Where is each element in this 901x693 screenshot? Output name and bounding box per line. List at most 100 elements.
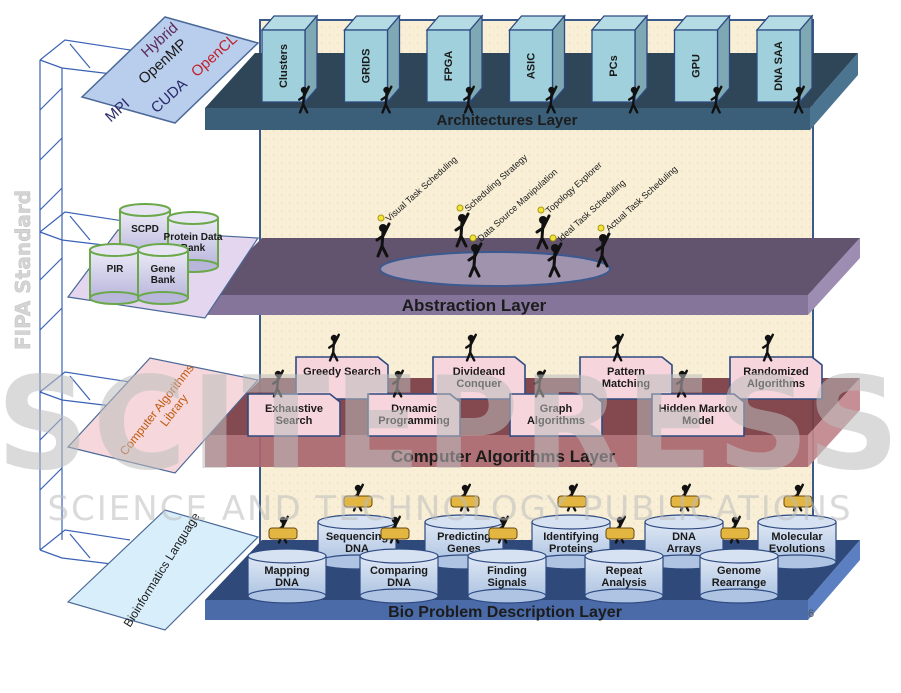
figure-with-barrel-icon	[343, 483, 373, 512]
bio-layer-title: Bio Problem Description Layer	[388, 604, 622, 621]
figure-body-icon	[298, 85, 310, 114]
figure-body-icon	[547, 242, 563, 278]
figure-body-icon	[467, 242, 483, 278]
page-number: 6	[808, 608, 814, 620]
platforms-panel	[80, 16, 260, 124]
watermark-big: SCITEPRESS	[0, 350, 901, 499]
figure-body-icon	[762, 333, 774, 362]
abstraction-ring	[379, 251, 611, 287]
figure-with-barrel-icon	[380, 515, 410, 544]
algorithm-card: Greedy Search	[295, 356, 389, 400]
bio-layer-side	[808, 540, 860, 620]
abstraction-layer-side	[808, 238, 860, 315]
architecture-box: GPU	[673, 14, 731, 114]
figure-with-barrel-icon	[268, 515, 298, 544]
figure-body-icon	[595, 232, 611, 268]
architecture-label: GPU	[691, 54, 703, 78]
lightbulb-icon	[469, 234, 477, 242]
abstraction-layer-title: Abstraction Layer	[402, 296, 547, 315]
figure-body-icon	[545, 85, 558, 114]
figure-body-icon	[272, 369, 284, 398]
figure-body-icon	[535, 214, 551, 250]
library-panel	[66, 357, 260, 474]
figure-with-barrel-icon	[605, 515, 635, 544]
algorithms-layer-front	[205, 435, 808, 467]
architectures-layer-front	[205, 108, 810, 130]
architecture-box: FPGA	[425, 14, 484, 114]
architecture-label: ASIC	[526, 53, 538, 79]
side-label: FIPA Standard	[11, 190, 35, 350]
figure-body-icon	[454, 212, 470, 248]
figure-body-icon	[676, 369, 688, 398]
architecture-box: Clusters	[260, 14, 319, 114]
architecture-box: PCs	[590, 14, 649, 114]
bio-layer-front	[205, 600, 808, 620]
architecture-label: FPGA	[443, 51, 455, 82]
architecture-box: DNA SAA	[755, 14, 814, 114]
algorithms-layer-side	[808, 378, 860, 467]
figure-with-barrel-icon	[488, 515, 518, 544]
figure-body-icon	[465, 333, 477, 362]
architectures-layer-side	[810, 53, 858, 130]
architecture-label: Clusters	[278, 44, 290, 88]
figure-body-icon	[380, 85, 393, 114]
lightbulb-icon	[537, 206, 545, 214]
lightbulb-icon	[456, 204, 464, 212]
database-cylinder: PIR	[89, 243, 141, 305]
figure-body-icon	[612, 333, 624, 362]
lightbulb-icon	[377, 214, 385, 222]
figure-with-barrel-icon	[450, 483, 480, 512]
lightbulb-icon	[597, 224, 605, 232]
figure-body-icon	[793, 85, 805, 114]
database-label: PIR	[107, 264, 124, 275]
figure-with-barrel-icon	[783, 483, 813, 512]
figure-body-icon	[628, 85, 640, 114]
algorithms-layer-title: Computer Algorithms Layer	[391, 447, 616, 466]
architecture-label: PCs	[608, 55, 620, 76]
algorithm-label: Greedy Search	[303, 366, 381, 378]
figure-body-icon	[375, 222, 391, 258]
lightbulb-icon	[549, 234, 557, 242]
architectures-layer-title: Architectures Layer	[437, 112, 578, 129]
figure-body-icon	[534, 369, 546, 398]
watermark-sub: SCIENCE AND TECHNOLOGY PUBLICATIONS	[47, 489, 852, 529]
figure-body-icon	[328, 333, 340, 362]
figure-with-barrel-icon	[720, 515, 750, 544]
architecture-label: GRIDS	[361, 49, 373, 84]
figure-with-barrel-icon	[670, 483, 700, 512]
database-label: SCPD	[131, 224, 159, 235]
figure-body-icon	[392, 369, 404, 398]
language-panel	[66, 509, 260, 631]
figure-body-icon	[463, 85, 475, 114]
